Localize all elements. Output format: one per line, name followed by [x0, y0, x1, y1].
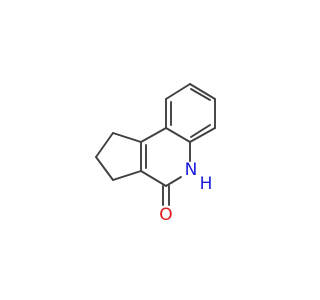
bond-c3a-c4	[140, 170, 167, 187]
bond-benzene-double-2	[190, 124, 211, 138]
nitrogen-label: N	[185, 160, 198, 180]
bond-c4-n	[165, 176, 182, 187]
bond-c9b-c1	[112, 132, 142, 143]
bond-c1-c2	[95, 132, 114, 158]
bond-benzene-5	[165, 127, 191, 143]
bond-c2-c3	[95, 156, 114, 181]
benzene-ring	[165, 83, 216, 143]
pyridinone-ring	[140, 127, 191, 206]
bond-benzene-2	[189, 83, 216, 100]
bond-c4a-c9b	[140, 127, 167, 143]
hydrogen-label: H	[200, 174, 213, 194]
bond-benzene-4	[189, 127, 216, 143]
oxygen-label: O	[159, 205, 172, 225]
cyclopentane-ring	[95, 132, 142, 181]
bond-c3-c3a	[112, 170, 142, 181]
bond-benzene-1	[165, 83, 191, 100]
bond-benzene-double-1	[190, 88, 211, 101]
molecule-structure: N H O	[95, 83, 216, 225]
